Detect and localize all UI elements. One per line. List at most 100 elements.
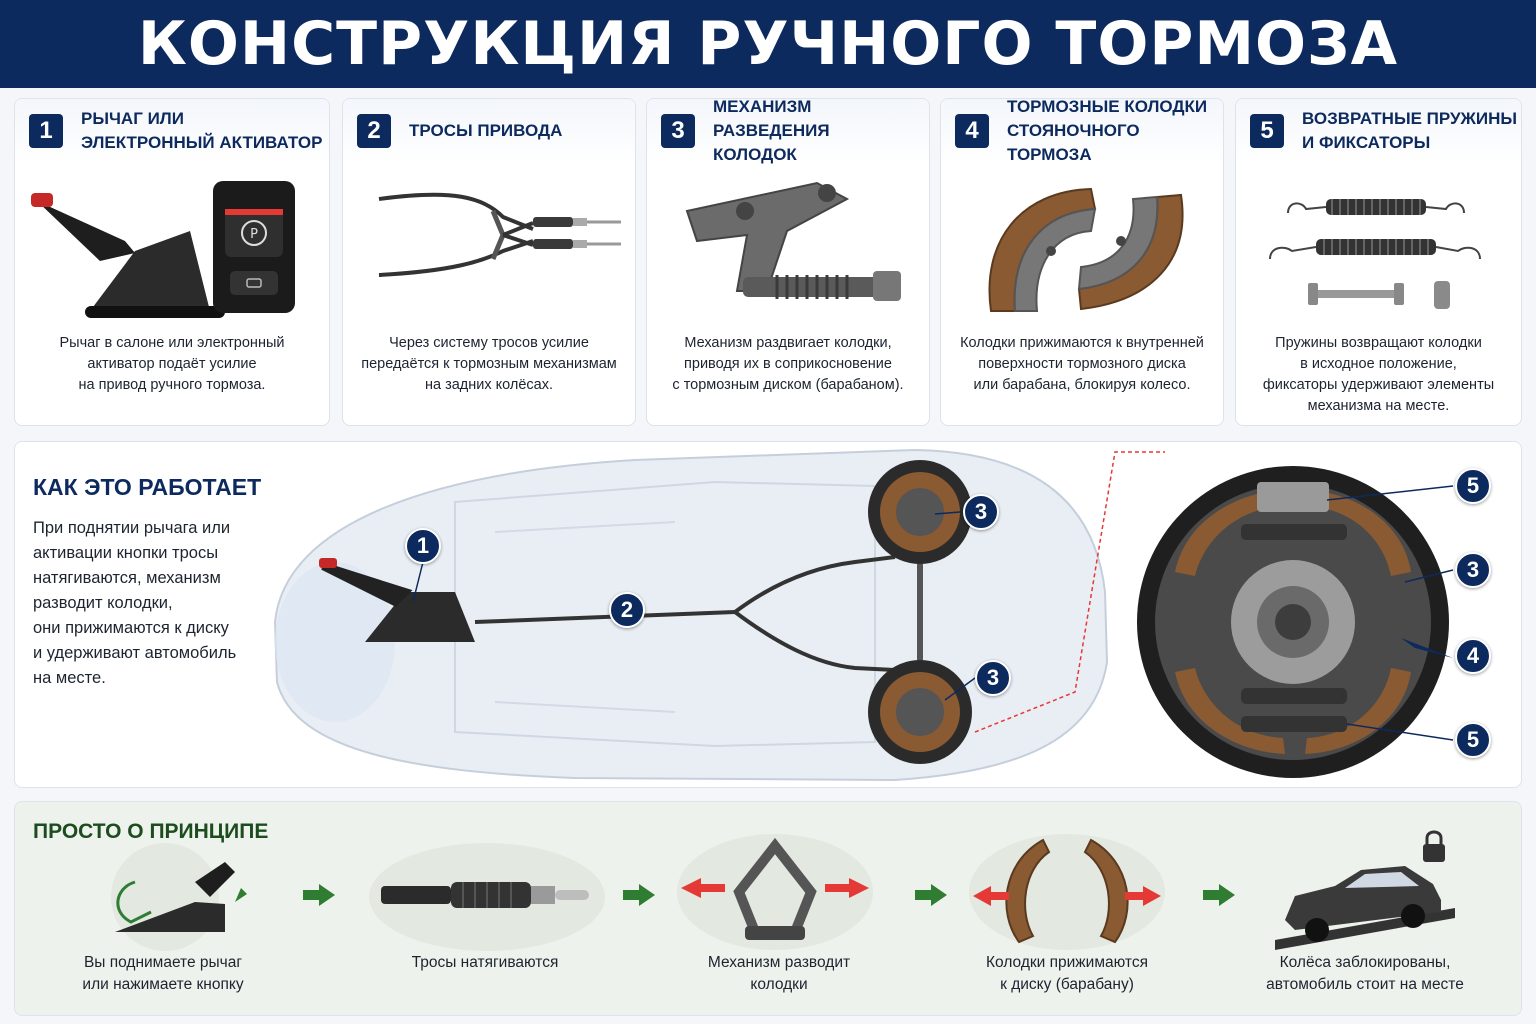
shoe-spreader-illustration [647, 171, 929, 411]
desc-line: активатор подаёт усилие [87, 356, 257, 372]
step-shoes-icon [969, 834, 1165, 950]
step-arrow-icon [1203, 884, 1235, 906]
desc-line: в исходное положение, [1300, 356, 1457, 372]
desc-line: Через систему тросов усилие [389, 335, 589, 351]
marker-drum-springs-bottom: 5 [1455, 722, 1491, 758]
desc-line: Колодки прижимаются к внутренней [960, 335, 1204, 351]
simple-title: ПРОСТО О ПРИНЦИПЕ [33, 820, 269, 843]
card-title-line: МЕХАНИЗМ РАЗВЕДЕНИЯ [713, 97, 830, 140]
cables-illustration [343, 171, 635, 411]
card-title-line: ЭЛЕКТРОННЫЙ АКТИВАТОР [81, 133, 323, 152]
card-title: РЫЧАГ ИЛИ ЭЛЕКТРОННЫЙ АКТИВАТОР [81, 107, 322, 155]
step-parked-car-icon [1275, 830, 1455, 950]
card-header: 3 МЕХАНИЗМ РАЗВЕДЕНИЯ КОЛОДОК [647, 97, 929, 164]
component-card-3: 3 МЕХАНИЗМ РАЗВЕДЕНИЯ КОЛОДОК Механизм р… [646, 97, 930, 426]
step-line: или нажимаете кнопку [82, 976, 244, 993]
step-line: Колёса заблокированы, [1279, 954, 1451, 971]
desc-line: механизма на месте. [1307, 398, 1450, 414]
lever-handle [37, 201, 135, 261]
page-title: КОНСТРУКЦИЯ РУЧНОГО ТОРМОЗА [137, 9, 1399, 79]
card-number: 3 [661, 114, 695, 148]
card-title-line: КОЛОДОК [713, 145, 797, 164]
how-description: При поднятии рычага или активации кнопки… [33, 516, 273, 691]
step-line: Механизм разводит [707, 954, 851, 971]
how-line: на месте. [33, 669, 106, 687]
card-title: ВОЗВРАТНЫЕ ПРУЖИНЫ И ФИКСАТОРЫ [1302, 107, 1517, 155]
card-header: 5 ВОЗВРАТНЫЕ ПРУЖИНЫ И ФИКСАТОРЫ [1236, 99, 1521, 163]
brake-shoes-illustration [941, 171, 1223, 411]
desc-line: поверхности тормозного диска [978, 356, 1186, 372]
card-header: 2 ТРОСЫ ПРИВОДА [343, 99, 635, 163]
how-line: натягиваются, механизм [33, 569, 221, 587]
step-label: Тросы натягиваются [365, 952, 605, 974]
car-and-drum-diagram [273, 448, 1454, 782]
step-arrow-icon [915, 884, 947, 906]
marker-drum-springs-top: 5 [1455, 468, 1491, 504]
card-title: МЕХАНИЗМ РАЗВЕДЕНИЯ КОЛОДОК [713, 95, 929, 167]
component-card-4: 4 ТОРМОЗНЫЕ КОЛОДКИ СТОЯНОЧНОГО ТОРМОЗА … [940, 97, 1224, 426]
step-label: Вы поднимаете рычаг или нажимаете кнопку [43, 952, 283, 996]
step-line: к диску (барабану) [1000, 976, 1134, 993]
how-line: они прижимаются к диску [33, 619, 229, 637]
card-title-line: ТОРМОЗНЫЕ КОЛОДКИ [1007, 97, 1208, 116]
simple-principle-panel: ПРОСТО О ПРИНЦИПЕ Вы поднимаете рычаг ил… [14, 801, 1522, 1016]
card-description: Пружины возвращают колодки в исходное по… [1244, 333, 1513, 417]
desc-line: фиксаторы удерживают элементы [1262, 377, 1495, 393]
marker-spreader-top: 3 [963, 494, 999, 530]
card-title: ТРОСЫ ПРИВОДА [409, 119, 562, 143]
how-title: КАК ЭТО РАБОТАЕТ [33, 474, 262, 500]
card-header: 1 РЫЧАГ ИЛИ ЭЛЕКТРОННЫЙ АКТИВАТОР [15, 99, 329, 163]
step-label: Колёса заблокированы, автомобиль стоит н… [1245, 952, 1485, 996]
step-cable-icon [369, 843, 605, 951]
step-line: автомобиль стоит на месте [1266, 976, 1464, 993]
marker-drum-shoes: 4 [1455, 638, 1491, 674]
desc-line: Пружины возвращают колодки [1275, 335, 1482, 351]
card-header: 4 ТОРМОЗНЫЕ КОЛОДКИ СТОЯНОЧНОГО ТОРМОЗА [941, 97, 1223, 164]
step-line: Тросы натягиваются [411, 954, 559, 971]
step-label: Механизм разводит колодки [659, 952, 899, 996]
lever-and-button-illustration: P [15, 171, 329, 411]
svg-text:P: P [250, 227, 258, 242]
card-number: 5 [1250, 114, 1284, 148]
card-title-line: РЫЧАГ ИЛИ [81, 109, 184, 128]
card-number: 4 [955, 114, 989, 148]
desc-line: на привод ручного тормоза. [78, 377, 266, 393]
step-line: Вы поднимаете рычаг [83, 954, 243, 971]
card-title-line: СТОЯНОЧНОГО ТОРМОЗА [1007, 121, 1140, 164]
how-it-works-panel: КАК ЭТО РАБОТАЕТ При поднятии рычага или… [14, 441, 1522, 788]
step-lever-icon [111, 843, 247, 951]
how-line: При поднятии рычага или [33, 519, 231, 537]
marker-drum-spreader: 3 [1455, 552, 1491, 588]
springs-illustration [1236, 171, 1521, 411]
lever-boot [90, 231, 210, 311]
step-arrow-icon [623, 884, 655, 906]
card-description: Через систему тросов усилие передаётся к… [351, 333, 627, 396]
step-label: Колодки прижимаются к диску (барабану) [947, 952, 1187, 996]
desc-line: приводя их в соприкосновение [684, 356, 892, 372]
card-description: Рычаг в салоне или электронный активатор… [23, 333, 321, 396]
component-card-2: 2 ТРОСЫ ПРИВОДА Через систему тросов уси… [342, 98, 636, 426]
marker-lever: 1 [405, 528, 441, 564]
step-arrow-icon [303, 884, 335, 906]
how-line: разводит колодки, [33, 594, 173, 612]
card-title: ТОРМОЗНЫЕ КОЛОДКИ СТОЯНОЧНОГО ТОРМОЗА [1007, 95, 1223, 167]
component-card-1: 1 РЫЧАГ ИЛИ ЭЛЕКТРОННЫЙ АКТИВАТОР P Рыча… [14, 98, 330, 426]
card-title-line: И ФИКСАТОРЫ [1302, 133, 1431, 152]
desc-line: передаётся к тормозным механизмам [361, 356, 617, 372]
card-title-line: ВОЗВРАТНЫЕ ПРУЖИНЫ [1302, 109, 1518, 128]
desc-line: Механизм раздвигает колодки, [684, 335, 892, 351]
how-line: активации кнопки тросы [33, 544, 219, 562]
desc-line: на задних колёсах. [424, 377, 554, 393]
card-number: 1 [29, 114, 63, 148]
step-line: колодки [750, 976, 808, 993]
card-number: 2 [357, 114, 391, 148]
how-line: и удерживают автомобиль [33, 644, 237, 662]
step-spreader-icon [677, 834, 873, 950]
header-banner: КОНСТРУКЦИЯ РУЧНОГО ТОРМОЗА [0, 0, 1536, 88]
wheel-cylinder [1257, 482, 1329, 512]
component-card-5: 5 ВОЗВРАТНЫЕ ПРУЖИНЫ И ФИКСАТОРЫ [1235, 98, 1522, 426]
marker-spreader-bottom: 3 [975, 660, 1011, 696]
lever-release-button [31, 193, 53, 207]
parking-p-icon [241, 220, 267, 246]
card-description: Колодки прижимаются к внутренней поверхн… [949, 333, 1215, 396]
